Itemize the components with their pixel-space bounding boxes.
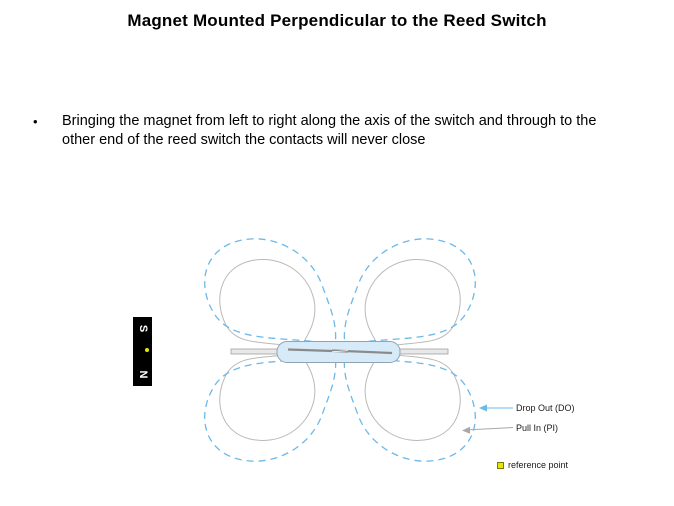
drop-out-lobe-upper-left bbox=[204, 238, 337, 346]
magnet-pole-south-label: S bbox=[137, 324, 149, 333]
drop-out-lobes bbox=[204, 238, 476, 462]
pull-in-callout-arrow bbox=[462, 426, 514, 434]
reed-switch-lead-left bbox=[230, 348, 279, 355]
page-title: Magnet Mounted Perpendicular to the Reed… bbox=[127, 11, 547, 30]
reference-point-legend: reference point bbox=[497, 460, 568, 470]
magnet-reference-point-marker bbox=[145, 348, 149, 352]
reference-point-swatch-icon bbox=[497, 461, 504, 469]
pull-in-lobes bbox=[219, 259, 461, 441]
bullet-item: • Bringing the magnet from left to right… bbox=[33, 112, 614, 150]
pull-in-lobe-upper-left bbox=[219, 259, 316, 349]
reed-blade-gap-highlight bbox=[331, 350, 349, 353]
reference-point-label: reference point bbox=[508, 460, 569, 470]
pull-in-lobe-lower-left bbox=[219, 351, 316, 441]
drop-out-callout-arrow bbox=[479, 404, 513, 412]
reed-switch-lead-right bbox=[399, 348, 449, 355]
pull-in-lobe-lower-right bbox=[364, 351, 461, 441]
drop-out-lobe-lower-left bbox=[204, 354, 337, 462]
drop-out-lobe-upper-right bbox=[343, 238, 476, 346]
drop-out-label: Drop Out (DO) bbox=[516, 403, 575, 413]
bullet-marker: • bbox=[33, 114, 38, 129]
bullet-text: Bringing the magnet from left to right a… bbox=[62, 113, 597, 148]
pull-in-label: Pull In (PI) bbox=[516, 423, 559, 433]
drop-out-lobe-lower-right bbox=[343, 354, 476, 462]
magnet-pole-north-label: N bbox=[137, 370, 149, 379]
magnet: S N bbox=[133, 317, 152, 386]
pull-in-lobe-upper-right bbox=[364, 259, 461, 349]
reed-switch bbox=[230, 341, 449, 363]
